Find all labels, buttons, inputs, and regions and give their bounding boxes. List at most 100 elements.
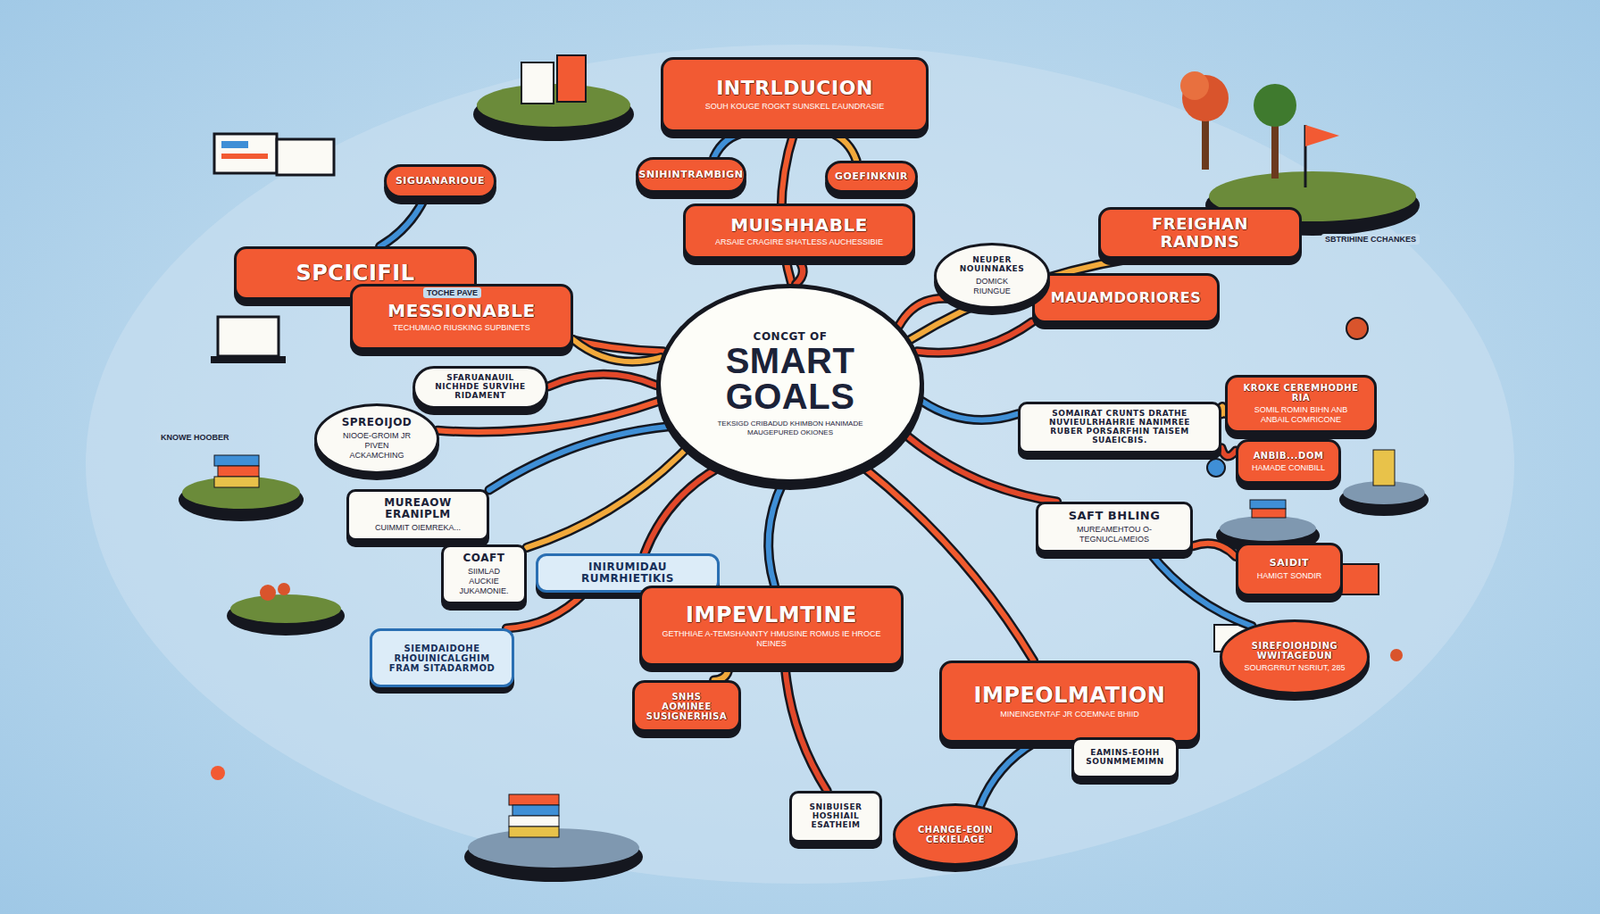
node-body: TECHUMIAO RIUSKING SUPBINETS [392,323,531,334]
connector-outline [489,426,669,491]
platform [226,583,345,636]
branch-band: FREIGHAN RANDNS [1098,207,1302,259]
connector-fill [1192,543,1236,558]
node-heading: SPREOIJOD [341,416,413,429]
connector [1221,448,1236,457]
ground-ellipse [85,44,1515,884]
node-heading: SNIHINTRAMBIGN [639,169,744,181]
connector [784,666,827,792]
node-heading: IMPEVLMTINE [685,603,858,627]
title-banner: INTRLDUCIONSOUH KOUGE ROGKT SUNSKEL EAUN… [660,57,929,133]
node-heading: MAUAMDORIORES [1050,290,1202,307]
node-body: TEKSIGD CRIBADUD KHIMBON HANIMADE MAUGEP… [691,419,890,437]
node-body: MUREAMEHTOU O-TEGNUCLAMEIOS [1050,525,1178,545]
platform [178,455,304,522]
sub-node: NEUPER NOUINNAKESDOMICK RIUNGUE [933,242,1050,309]
node-body: GETHHIAE A-TEMSHANNTY HMUSINE ROMUS IE H… [654,629,889,650]
node-body: DOMICK RIUNGUE [959,276,1025,297]
connector-outline [1221,448,1236,457]
connector-outline [526,448,688,549]
small-label: SBTRIHINE CCHANKES [1321,233,1420,245]
connector-fill [573,339,661,362]
connector-fill [980,742,1035,807]
platform [1339,450,1429,517]
node-heading: SMART GOALS [691,342,890,415]
node-heading: CONCGT OF [753,331,828,343]
connector-fill [829,132,857,161]
sign-node: SNIBUISER HOSHIAIL ESATHEIM [789,791,883,843]
node-heading: SFARUANAUIL NICHHDE SURVIHE RIDAMENT [427,374,534,401]
sub-node: GOEFINKNIR [825,160,918,193]
node-body: SIIMLAD AUCKIE JUKAMONIE. [456,566,512,596]
connector-outline [573,339,661,362]
dot-icon [1207,458,1225,477]
connector-outline [380,198,425,247]
dot-icon [210,766,225,781]
sub-node: MUREAOW ERANIPLMCUIMMIT OIEMREKA... [346,489,490,542]
sub-node: SAIDIT HAMIGT SONDIR [1235,542,1343,597]
node-heading: NEUPER NOUINNAKES [959,256,1025,275]
connector-fill [489,426,669,491]
node-heading: KROKE CEREMHODHE RIA [1240,383,1362,403]
node-heading: EAMINS-EOHH SOUNMMEMIMN [1085,749,1164,767]
sub-node: COAFTSIIMLAD AUCKIE JUKAMONIE. [441,544,527,605]
platform [473,55,634,142]
node-heading: SOMAIRAT CRUNTS DRATHE NUVIEULRHAHRIE NA… [1033,409,1207,446]
connector [489,426,669,491]
node-heading: INIRUMIDAU RUMRHIETIKIS [550,561,705,585]
node-heading: FREIGHAN RANDNS [1113,215,1287,251]
small-label: TOCHE PAVE [423,287,482,299]
connector-fill [526,448,688,549]
central-oval: CONCGT OFSMART GOALS TEKSIGD CRIBADUD KHI… [656,283,925,484]
connector [916,322,1033,353]
connector [922,401,1018,421]
connector-outline [796,258,804,284]
node-heading: GOEFINKNIR [834,171,909,183]
connector-outline [548,374,657,387]
sub-node: ANBIB...DOMHAMADE CONIBILL [1235,439,1342,484]
connector-fill [380,198,425,247]
connector [1192,543,1236,558]
sub-node: SIREFOIOHDING WWITAGEDUNSOURGRRUT NSRIUT… [1219,619,1370,695]
node-body: NIOOE-GROIM JR PIVEN ACKAMCHING [340,431,414,460]
node-body: ARSAIE CRAGIRE SHATLESS AUCHESSIBIE [715,237,884,248]
connector-outline [916,322,1033,353]
connector [548,374,657,387]
connector-fill [899,298,950,325]
small-label: KNOWE HOOBER [157,432,234,443]
connector [796,258,804,284]
connector-outline [899,298,950,325]
node-heading: IMPEOLMATION [974,683,1167,708]
connector [829,132,857,161]
sub-node: SNHS AOMINEE SUSIGNERHISA [632,680,742,733]
connector [380,198,425,247]
connector-fill [784,666,827,792]
node-heading: CHANGE-EOIN CEKIELAGE [915,825,996,845]
node-heading: SNHS AOMINEE SUSIGNERHISA [646,691,727,722]
branch-band: MUISHHABLEARSAIE CRAGIRE SHATLESS AUCHES… [683,203,916,259]
sub-node: SOMAIRAT CRUNTS DRATHE NUVIEULRHAHRIE NA… [1017,401,1222,454]
connector-fill [1221,448,1236,457]
sub-node: KROKE CEREMHODHE RIASOMIL ROMIN BIHN ANB… [1225,375,1377,434]
node-heading: SAIDIT [1269,558,1309,569]
sub-node: SAFT BHLING MUREAMEHTOU O-TEGNUCLAMEIOS [1035,501,1193,553]
connector-outline [1192,543,1236,558]
dot-icon [1390,649,1403,662]
node-heading: SIEMDAIDOHE RHOUINICALGHIM FRAM SITADARM… [384,643,500,674]
connector [714,132,747,158]
connector [526,448,688,549]
connector-outline [644,467,718,554]
node-body: MINEINGENTAF JR COEMNAE BHIID [1000,709,1139,720]
connector-fill [768,483,784,586]
connector-outline [922,401,1018,421]
connector-fill [714,666,730,681]
node-body: HAMIGT SONDIR [1257,571,1322,582]
node-body: HAMADE CONIBILL [1251,463,1325,474]
node-heading: SAFT BHLING [1068,509,1161,523]
connector-outline [980,742,1035,807]
connector-fill [644,467,718,554]
node-heading: SPCICIFIL [295,261,415,285]
connector [644,467,718,554]
connector-fill [548,374,657,387]
